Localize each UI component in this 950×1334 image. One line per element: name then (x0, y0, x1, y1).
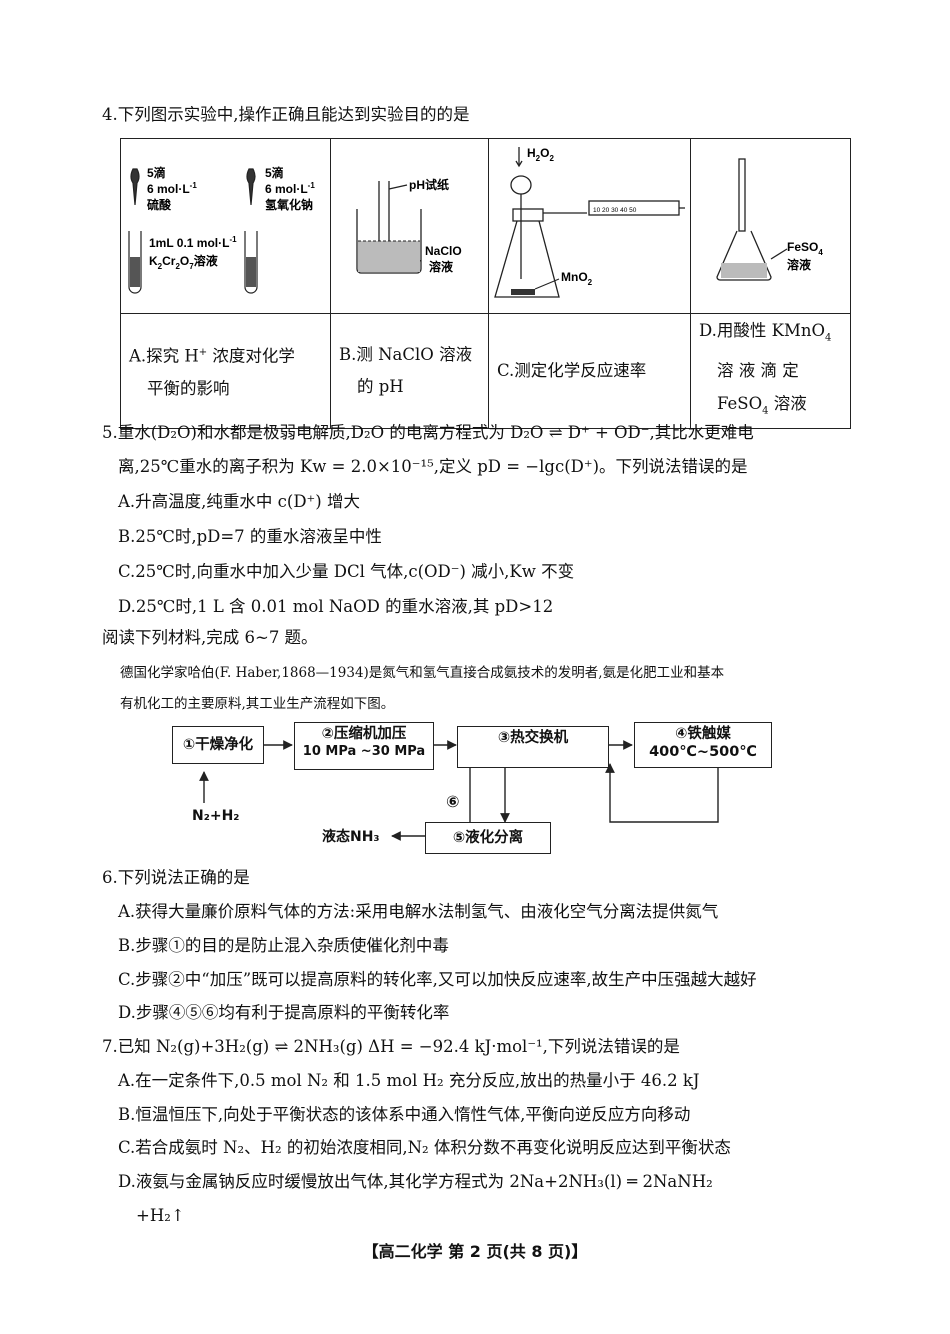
reading-paragraph-line2: 有机化工的主要原料,其工业生产流程如下图。 (120, 696, 395, 712)
flow-step-4-label: ④铁触媒 (675, 726, 731, 742)
q7-option-d-line1[interactable]: D.液氨与金属钠反应时缓慢放出气体,其化学方程式为 2Na+2NH₃(l) ═ … (118, 1172, 713, 1191)
flow-step-4-box: ④铁触媒 400℃~500℃ (634, 722, 772, 768)
flow-step-4-temp: 400℃~500℃ (649, 744, 757, 760)
q4-b-sol-1: NaClO (425, 244, 462, 258)
q5-stem-line1: 5.重水(D₂O)和水都是极弱电解质,D₂O 的电离方程式为 D₂O ⇌ D⁺ … (102, 423, 754, 442)
svg-text:6 mol·L-1: 6 mol·L-1 (265, 181, 315, 196)
q7-option-a[interactable]: A.在一定条件下,0.5 mol N₂ 和 1.5 mol H₂ 充分反应,放出… (118, 1071, 700, 1090)
flow-step-3-box: ③热交换机 (457, 726, 609, 768)
q4-a-drop-left-1: 5滴 (147, 165, 166, 180)
reading-intro: 阅读下列材料,完成 6~7 题。 (102, 628, 318, 647)
q4-a-tube-2b: 溶液 (194, 253, 218, 268)
q6-option-d[interactable]: D.步骤④⑤⑥均有利于提高原料的平衡转化率 (118, 1003, 450, 1022)
q6-stem: 6.下列说法正确的是 (102, 868, 250, 887)
q5-option-a[interactable]: A.升高温度,纯重水中 c(D⁺) 增大 (118, 492, 360, 511)
q6-option-c[interactable]: C.步骤②中“加压”既可以提高原料的转化率,又可以加快反应速率,故生产中压强越大… (118, 970, 757, 989)
svg-text:1mL 0.1 mol·L-1: 1mL 0.1 mol·L-1 (149, 235, 237, 250)
q4-b-apparatus-drawing: pH试纸 NaClO 溶液 (356, 177, 462, 274)
q5-option-b[interactable]: B.25℃时,pD=7 的重水溶液呈中性 (118, 527, 382, 546)
q7-stem: 7.已知 N₂(g)+3H₂(g) ⇌ 2NH₃(g) ΔH = −92.4 k… (102, 1037, 680, 1056)
q4-option-a[interactable]: A.探究 H+ 浓度对化学 平衡的影响 (120, 313, 331, 429)
q4-d-apparatus-drawing: FeSO4 溶液 (716, 158, 823, 281)
q4-option-c[interactable]: C.测定化学反应速率 (488, 313, 691, 429)
q7-option-c[interactable]: C.若合成氨时 N₂、H₂ 的初始浓度相同,N₂ 体积分数不再变化说明反应达到平… (118, 1138, 731, 1157)
q4-stem: 4.下列图示实验中,操作正确且能达到实验目的的是 (102, 105, 470, 124)
q4-b-sol-2: 溶液 (429, 259, 453, 274)
q4-a-tube-1: 1mL 0.1 mol·L (149, 236, 229, 250)
flow-step-1-box: ①干燥净化 (172, 726, 264, 764)
q4-a-drop-right-3: 氢氧化钠 (265, 197, 313, 212)
q4-c-mno2-label: MnO (561, 270, 588, 284)
q6-option-b[interactable]: B.步骤①的目的是防止混入杂质使催化剂中毒 (118, 936, 449, 955)
q5-stem-line2: 离,25℃重水的离子积为 Kw = 2.0×10⁻¹⁵,定义 pD = −lgc… (118, 457, 748, 476)
q4-d-figure: FeSO4 溶液 (690, 138, 851, 314)
q4-a-drop-left-3: 硫酸 (147, 197, 172, 212)
q4-a-drop-right-1: 5滴 (265, 165, 284, 180)
reading-paragraph-line1: 德国化学家哈伯(F. Haber,1868—1934)是氮气和氢气直接合成氨技术… (120, 665, 725, 681)
flow-input-label: N₂+H₂ (192, 808, 240, 824)
svg-text:H2O2: H2O2 (527, 146, 554, 163)
svg-text:MnO2: MnO2 (561, 270, 593, 287)
svg-text:FeSO4: FeSO4 (787, 240, 823, 257)
svg-text:K2Cr2O7溶液: K2Cr2O7溶液 (149, 253, 218, 271)
q4-a-figure: 5滴 6 mol·L-1 硫酸 5滴 6 mol·L-1 氢氧化钠 1mL 0.… (120, 138, 331, 314)
q4-option-d[interactable]: D.用酸性 KMnO4 溶 液 滴 定 FeSO4 溶液 (690, 313, 851, 429)
q4-d-sol-1: FeSO (787, 240, 818, 254)
q4-b-figure: pH试纸 NaClO 溶液 (330, 138, 489, 314)
flow-step-2-box: ②压缩机加压 10 MPa ~30 MPa (294, 722, 434, 770)
q4-option-b[interactable]: B.测 NaClO 溶液 的 pH (330, 313, 489, 429)
q4-a-apparatus-drawing: 5滴 6 mol·L-1 硫酸 5滴 6 mol·L-1 氢氧化钠 1mL 0.… (128, 165, 315, 294)
q4-d-sol-2: 溶液 (787, 257, 811, 272)
q4-b-ph-label: pH试纸 (409, 177, 449, 192)
q7-option-d-line2: +H₂↑ (136, 1206, 185, 1225)
flow-step-2-pressure: 10 MPa ~30 MPa (302, 744, 426, 759)
q4-c-h2o2-label: H (527, 146, 536, 160)
q5-option-c[interactable]: C.25℃时,向重水中加入少量 DCl 气体,c(OD⁻) 减小,Kw 不变 (118, 562, 575, 581)
flow-step-5-box: ⑤液化分离 (425, 822, 551, 854)
q4-a-tube-2: K (149, 254, 158, 268)
q4-experiment-table: 5滴 6 mol·L-1 硫酸 5滴 6 mol·L-1 氢氧化钠 1mL 0.… (120, 138, 851, 429)
q4-c-syringe-scale: 10 20 30 40 50 (593, 207, 637, 214)
q6-option-a[interactable]: A.获得大量廉价原料气体的方法:采用电解水法制氢气、由液化空气分离法提供氮气 (118, 902, 719, 921)
q4-c-figure: 10 20 30 40 50 H2O2 MnO2 (488, 138, 691, 314)
q4-c-apparatus-drawing: 10 20 30 40 50 H2O2 MnO2 (494, 146, 685, 298)
q7-option-b[interactable]: B.恒温恒压下,向处于平衡状态的该体系中通入惰性气体,平衡向逆反应方向移动 (118, 1105, 691, 1124)
flow-step-2-label: ②压缩机加压 (321, 726, 407, 742)
q4-a-drop-right-2: 6 mol·L (265, 182, 308, 196)
q5-option-d[interactable]: D.25℃时,1 L 含 0.01 mol NaOD 的重水溶液,其 pD>12 (118, 597, 554, 616)
flow-step-6-label: ⑥ (446, 792, 460, 811)
svg-text:6 mol·L-1: 6 mol·L-1 (147, 181, 197, 196)
page-footer: 【高二化学 第 2 页(共 8 页)】 (362, 1242, 588, 1261)
flow-output-label: 液态NH₃ (322, 829, 380, 845)
q4-a-drop-left-2: 6 mol·L (147, 182, 190, 196)
